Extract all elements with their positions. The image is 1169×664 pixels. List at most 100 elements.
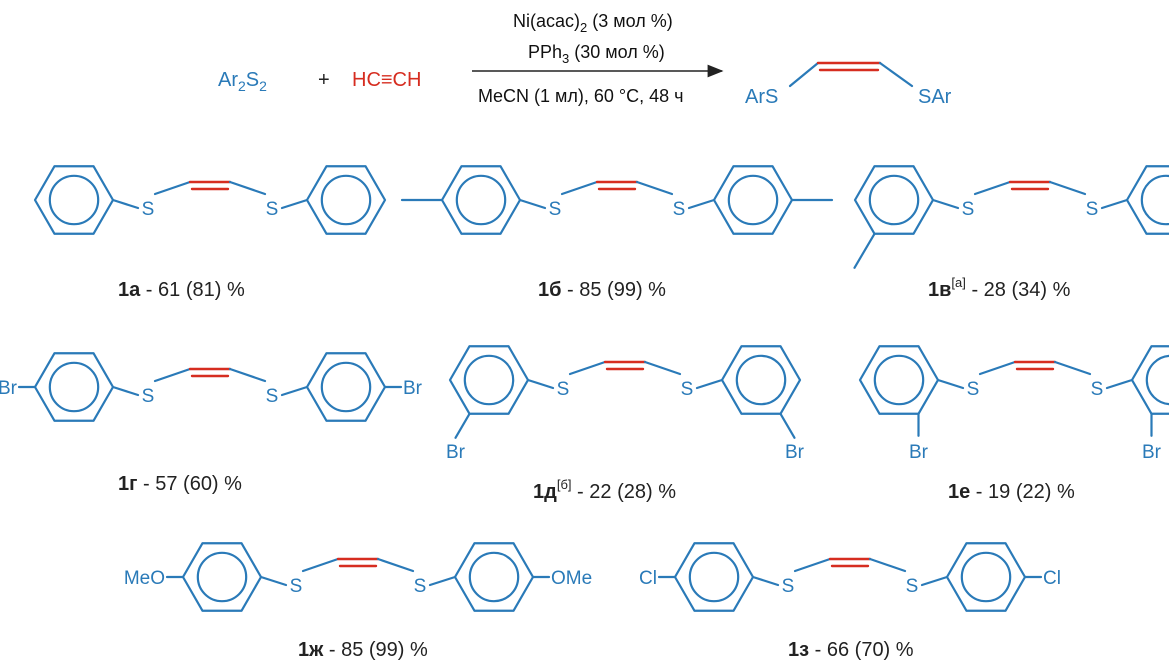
aryl-ring-right-aromatic-circle: [320, 361, 372, 413]
aryl-ring-left-aromatic-circle: [48, 361, 100, 413]
aryl-ring-right-aromatic-circle: [727, 174, 779, 226]
aryl-ring-left-aromatic-circle: [873, 354, 925, 406]
bond-s-c-left: [978, 360, 1017, 376]
bond-sub-right: [779, 412, 796, 439]
bond-ring-s-right: [695, 378, 724, 390]
reactant-disulfide: Ar2S2: [218, 69, 267, 94]
catalyst-label: Ni(acac)2 (3 мол %): [513, 11, 673, 35]
substituent-left: Cl: [639, 568, 657, 589]
substituent-left: Br: [0, 378, 18, 399]
bond-c-s-right: [228, 367, 267, 383]
reaction-equation: Ar2S2 + HC≡CH Ni(acac)2 (3 мол %) PPh3 (…: [218, 11, 952, 108]
substituent-right: Br: [1142, 442, 1162, 463]
bond-c-s-right: [228, 180, 267, 196]
product-ars-left: ArS: [745, 86, 778, 108]
sulfur-right: S: [1091, 379, 1104, 400]
aryl-ring-left-aromatic-circle: [688, 551, 740, 603]
sulfur-left: S: [967, 379, 980, 400]
sulfur-right: S: [673, 199, 686, 220]
sulfur-left: S: [782, 576, 795, 597]
substituent-right: OMe: [551, 568, 592, 589]
sulfur-right: S: [266, 386, 279, 407]
compound-label-1zh: 1ж - 85 (99) %: [298, 639, 428, 661]
bond-ring-s-right: [1100, 198, 1129, 210]
bond-s-c-left: [301, 557, 340, 573]
reaction-conditions: Ni(acac)2 (3 мол %) PPh3 (30 мол %) MeCN…: [472, 11, 724, 106]
substituent-right: Br: [403, 378, 423, 399]
aryl-ring-right-aromatic-circle: [735, 354, 787, 406]
compound-label-1a: 1а - 61 (81) %: [118, 279, 245, 301]
aryl-ring-left: [33, 165, 115, 235]
substituent-left: MeO: [124, 568, 165, 589]
bond-ring-s-left: [259, 575, 288, 587]
sulfur-right: S: [414, 576, 427, 597]
aryl-ring-left: [853, 165, 935, 235]
bond-ring-s-right: [920, 575, 949, 587]
compound-label-1v: 1в[a] - 28 (34) %: [928, 275, 1071, 301]
compound-label-1g: 1г - 57 (60) %: [118, 473, 242, 495]
bond-s-c-left: [560, 180, 599, 196]
bond-s-c-left: [153, 367, 192, 383]
bond-ring-s-right: [687, 198, 716, 210]
bond-ring-s-left: [518, 198, 547, 210]
compound-label-1e: 1е - 19 (22) %: [948, 481, 1075, 503]
molecule-1e: S S Br Br: [858, 345, 1169, 463]
aryl-ring-left-aromatic-circle: [463, 354, 515, 406]
aryl-ring-right-aromatic-circle: [1140, 174, 1169, 226]
aryl-ring-left: [448, 345, 530, 415]
compound-label-1b: 1б - 85 (99) %: [538, 279, 666, 301]
bond-s-c-left: [568, 360, 607, 376]
sulfur-right: S: [906, 576, 919, 597]
bond-ring-s-right: [428, 575, 457, 587]
plus-sign: +: [318, 69, 330, 91]
bond-ring-s-left: [751, 575, 780, 587]
sulfur-right: S: [1086, 199, 1099, 220]
sulfur-left: S: [142, 199, 155, 220]
bond-ring-s-left: [111, 385, 140, 397]
aryl-ring-right-aromatic-circle: [960, 551, 1012, 603]
product-sar-right: SAr: [918, 86, 952, 108]
bond-ring-s-left: [526, 378, 555, 390]
methyl-left: [853, 232, 876, 269]
sulfur-left: S: [290, 576, 303, 597]
substituent-left: Br: [909, 442, 929, 463]
acetylene: HC≡CH: [352, 69, 421, 91]
bond-c-s-right: [1048, 180, 1087, 196]
bond-c-s-right: [635, 180, 674, 196]
product-general: ArS SAr: [745, 61, 952, 108]
sulfur-right: S: [266, 199, 279, 220]
sulfur-left: S: [962, 199, 975, 220]
bond-s-c-left: [793, 557, 832, 573]
bond-c-s-right: [376, 557, 415, 573]
aryl-ring-right-aromatic-circle: [1145, 354, 1169, 406]
aryl-ring-left-aromatic-circle: [868, 174, 920, 226]
compound-label-1d: 1д[б] - 22 (28) %: [533, 477, 676, 503]
bond-s-c-left: [153, 180, 192, 196]
bond-ring-s-left: [931, 198, 960, 210]
compound-label-1z: 1з - 66 (70) %: [788, 639, 914, 661]
sulfur-left: S: [142, 386, 155, 407]
bond-ring-s-right: [280, 198, 309, 210]
molecule-1g: S S Br Br: [0, 352, 423, 422]
sulfur-right: S: [681, 379, 694, 400]
bond-c-s-right: [868, 557, 907, 573]
sulfur-left: S: [557, 379, 570, 400]
ligand-label: PPh3 (30 мол %): [528, 42, 665, 66]
aryl-ring-left-aromatic-circle: [455, 174, 507, 226]
bond-c-s-right: [643, 360, 682, 376]
compound-labels: 1а - 61 (81) % 1б - 85 (99) % 1в[a] - 28…: [118, 275, 1075, 661]
bond-ring-s-right: [1105, 378, 1134, 390]
bond-ring-s-left: [111, 198, 140, 210]
bond-c-s-right: [1053, 360, 1092, 376]
bond-ring-s-left: [936, 378, 965, 390]
bond-sub-left: [454, 412, 471, 439]
bond-ring-s-right: [280, 385, 309, 397]
aryl-ring-left-aromatic-circle: [196, 551, 248, 603]
molecule-1zh: S S MeO OMe: [124, 542, 592, 612]
bond-s-c-left: [973, 180, 1012, 196]
